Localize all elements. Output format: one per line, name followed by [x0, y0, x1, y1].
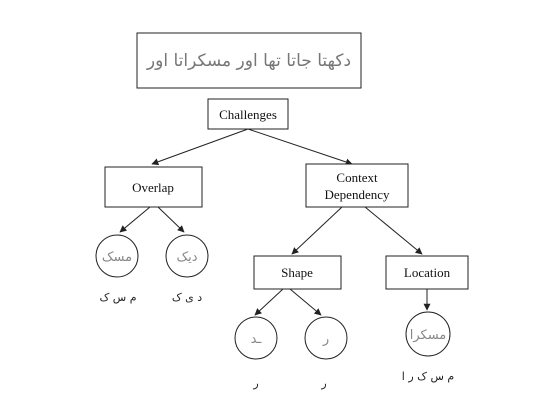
edge-context-shape — [291, 206, 343, 255]
label-shape-left: ر — [252, 377, 258, 390]
node-shape-label: Shape — [281, 265, 313, 280]
edge-shape-left — [254, 288, 284, 316]
edge-overlap-left — [119, 206, 151, 233]
node-overlap-label: Overlap — [132, 180, 174, 195]
label-location: م س ک ر ا — [402, 370, 454, 383]
leaf-overlap-right-glyph: دیک — [176, 250, 197, 265]
edge-shape-right — [289, 288, 322, 316]
label-overlap-right: د ی ک — [172, 291, 202, 304]
edge-challenges-overlap — [151, 128, 249, 166]
node-context-label-line2: Dependency — [325, 187, 390, 202]
leaf-shape-left: ـد — [234, 316, 278, 360]
label-overlap-left: م س ک — [99, 291, 136, 304]
node-shape: Shape — [253, 255, 342, 290]
edge-overlap-right — [157, 206, 185, 233]
leaf-location-glyph: مسکرا — [410, 328, 447, 343]
node-challenges-label: Challenges — [219, 107, 277, 122]
node-location-label: Location — [404, 265, 451, 280]
handwritten-sample-box: دکھتا جاتا تھا اور مسکراتا اور — [136, 32, 362, 89]
label-shape-right: ر — [320, 377, 326, 390]
leaf-shape-right-glyph: ر — [322, 332, 329, 347]
node-overlap: Overlap — [104, 166, 203, 208]
leaf-overlap-left: مسک — [95, 234, 139, 278]
edge-challenges-context — [247, 128, 353, 166]
node-context-label-line1: Context — [336, 170, 378, 185]
handwritten-sample-text: دکھتا جاتا تھا اور مسکراتا اور — [146, 51, 351, 71]
node-challenges: Challenges — [207, 98, 289, 130]
leaf-overlap-left-glyph: مسک — [102, 250, 132, 265]
leaf-overlap-right: دیک — [165, 234, 209, 278]
leaf-shape-left-glyph: ـد — [251, 332, 262, 347]
leaf-shape-right: ر — [304, 316, 348, 360]
tree-edges — [119, 128, 431, 316]
node-context-dependency: Context Dependency — [305, 163, 409, 208]
node-location: Location — [385, 255, 469, 290]
leaf-location: مسکرا — [405, 311, 451, 357]
edge-context-location — [364, 206, 423, 255]
